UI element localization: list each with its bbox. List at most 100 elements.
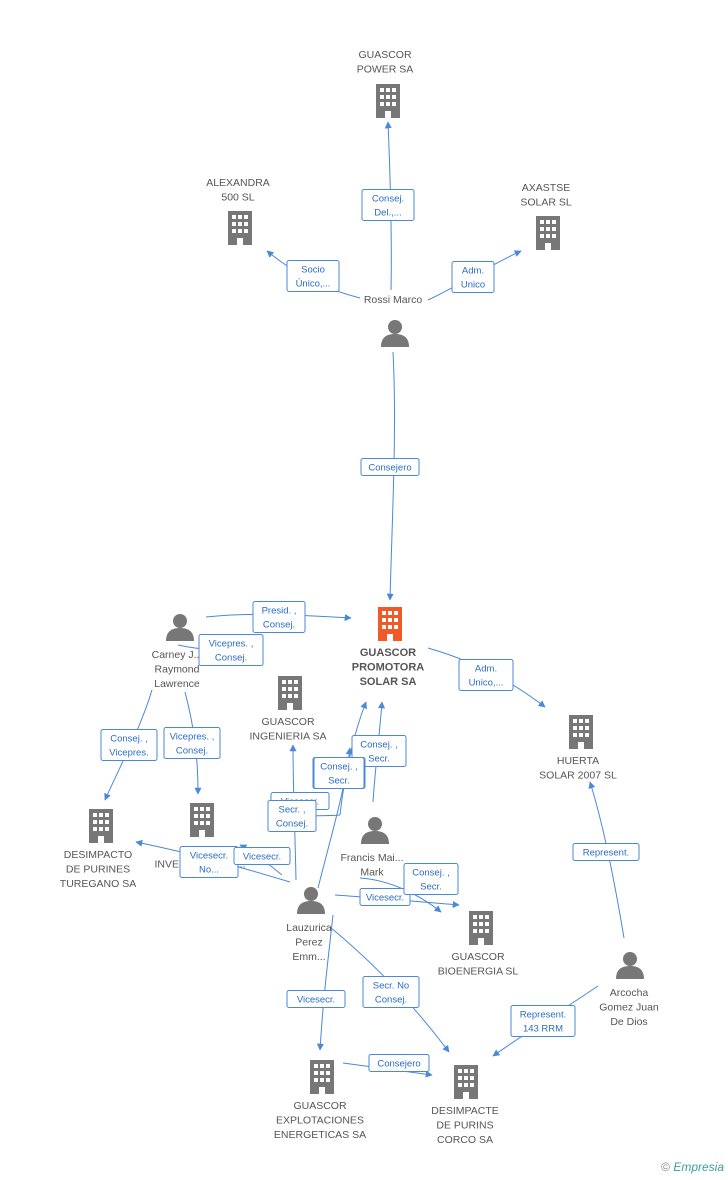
edge-label-e3[interactable]: Adm.Unico [451,261,495,293]
edge-label-text: Consej. , [320,762,358,773]
edge-label-text: 143 RRM [523,1024,563,1035]
edge-label-e4[interactable]: Consejero [360,458,420,476]
edge-label-e14[interactable]: Vicesecr.No... [179,846,239,878]
node-label-line: GUASCOR [358,49,412,61]
node-label-line: POWER SA [357,64,414,76]
building-icon [469,911,493,945]
edge-label-e5[interactable]: Presid. ,Consej. [252,601,306,633]
edge-label-e8[interactable]: Consej. ,Vicepres. [100,729,158,761]
node-francis[interactable]: Francis Mai...Mark [340,817,404,879]
edge-label-box [362,976,420,1008]
node-label-line: DE PURINS [436,1120,493,1132]
node-label-line: BIOENERGIA SL [438,966,519,978]
edge-label-text: Secr. [368,754,390,765]
edge-label-e13[interactable]: Secr. ,Consej. [267,800,317,832]
node-alexandra[interactable]: ALEXANDRA 500 SL [206,177,270,245]
edge-label-box [403,863,459,895]
watermark: © Empresia [661,1160,724,1174]
edge-label-e18[interactable]: Represent. [572,843,640,861]
building-icon [89,809,113,843]
node-rossi[interactable]: Rossi Marco [364,294,423,347]
edge-label-e9[interactable]: Vicepres. , Consej. [163,727,221,759]
edge-label-e6[interactable]: Vicepres. ,Consej. [198,634,264,666]
edge-label-box [267,800,317,832]
edge-label-text: Consej. , [110,734,148,745]
edge-label-text: Secr. No [373,981,409,992]
edge-label-e17[interactable]: Vicesecr. [359,888,411,906]
edge-label-text: Consej. [176,746,208,757]
edge-label-text: Del.,... [374,208,401,219]
node-label-line: Gomez Juan [599,1002,659,1014]
node-bioenergia[interactable]: GUASCOR BIOENERGIA SL [438,911,519,978]
node-label-line: PROMOTORA [352,662,425,674]
node-label-line: Arcocha [610,987,649,999]
edge-label-e2[interactable]: SocioÚnico,... [286,260,340,292]
node-label-line: Carney J... [152,649,203,661]
edge-labels-layer: Consej.Del.,...SocioÚnico,...Adm.UnicoCo… [100,189,640,1072]
edge-label-text: Consej. , [360,740,398,751]
building-icon [278,676,302,710]
node-label-line: GUASCOR [451,951,505,963]
edge-label-e16[interactable]: Consej. ,Secr. [313,757,365,789]
node-label-line: GUASCOR [360,647,416,659]
edge-label-text: Vicepres. , [209,639,254,650]
person-icon [616,952,644,979]
edge-label-box [359,888,411,906]
edge-label-box [351,735,407,767]
edge-label-e10[interactable]: Consej. , Secr. [351,735,407,767]
node-label-line: Francis Mai... [340,852,403,864]
person-icon [297,887,325,914]
building-icon [310,1060,334,1094]
node-label-line: Lauzurica [286,922,332,934]
edge-label-e19[interactable]: Consej. ,Secr. [403,863,459,895]
node-desimpacto[interactable]: DESIMPACTO DE PURINES TUREGANO SA [60,809,136,890]
edge-label-text: Vicepres. , [170,732,215,743]
node-label-line: DE PURINES [66,864,130,876]
edge-label-e15[interactable]: Vicesecr. [233,847,291,865]
node-label-line: TUREGANO SA [60,878,136,890]
edge-line-e20 [316,914,334,1051]
edge-label-text: Socio [301,265,325,276]
edge-label-text: Consej. [372,194,404,205]
edge-label-text: Vicesecr. [243,852,281,863]
edge-label-e23[interactable]: Consejero [368,1054,430,1072]
edge-label-e1[interactable]: Consej. Del.,... [361,189,415,221]
edge-label-e7[interactable]: Adm.Unico,... [458,659,514,691]
edge-label-text: Consej. [263,620,295,631]
node-label-line: ALEXANDRA [206,177,270,189]
node-lauzurica[interactable]: LauzuricaPerezEmm... [286,887,332,963]
edge-label-box [198,634,264,666]
edge-label-e22[interactable]: Represent.143 RRM [510,1005,576,1037]
edge-label-box [313,757,365,789]
node-label-line: DESIMPACTO [64,849,132,861]
edge-label-text: Consej. , [412,868,450,879]
edge-label-box [252,601,306,633]
edge-label-text: Consejero [377,1059,420,1070]
node-label-line: Emm... [292,951,325,963]
edge-label-box [451,261,495,293]
node-label-line: SOLAR 2007 SL [539,770,617,782]
person-icon [381,320,409,347]
node-label-line: Rossi Marco [364,294,423,306]
building-icon [569,715,593,749]
edge-label-e20[interactable]: Vicesecr. [286,990,346,1008]
node-guascor_power[interactable]: GUASCOR POWER SA [357,49,414,118]
edge-label-text: Adm. [475,664,497,675]
node-label-line: AXASTSE [522,182,570,194]
node-label-line: 500 SL [221,192,254,204]
brand-logo[interactable]: Empresia [673,1160,724,1174]
building-icon [190,803,214,837]
node-label-line: EXPLOTACIONES [276,1115,364,1127]
edge-label-text: Consej. [276,819,308,830]
